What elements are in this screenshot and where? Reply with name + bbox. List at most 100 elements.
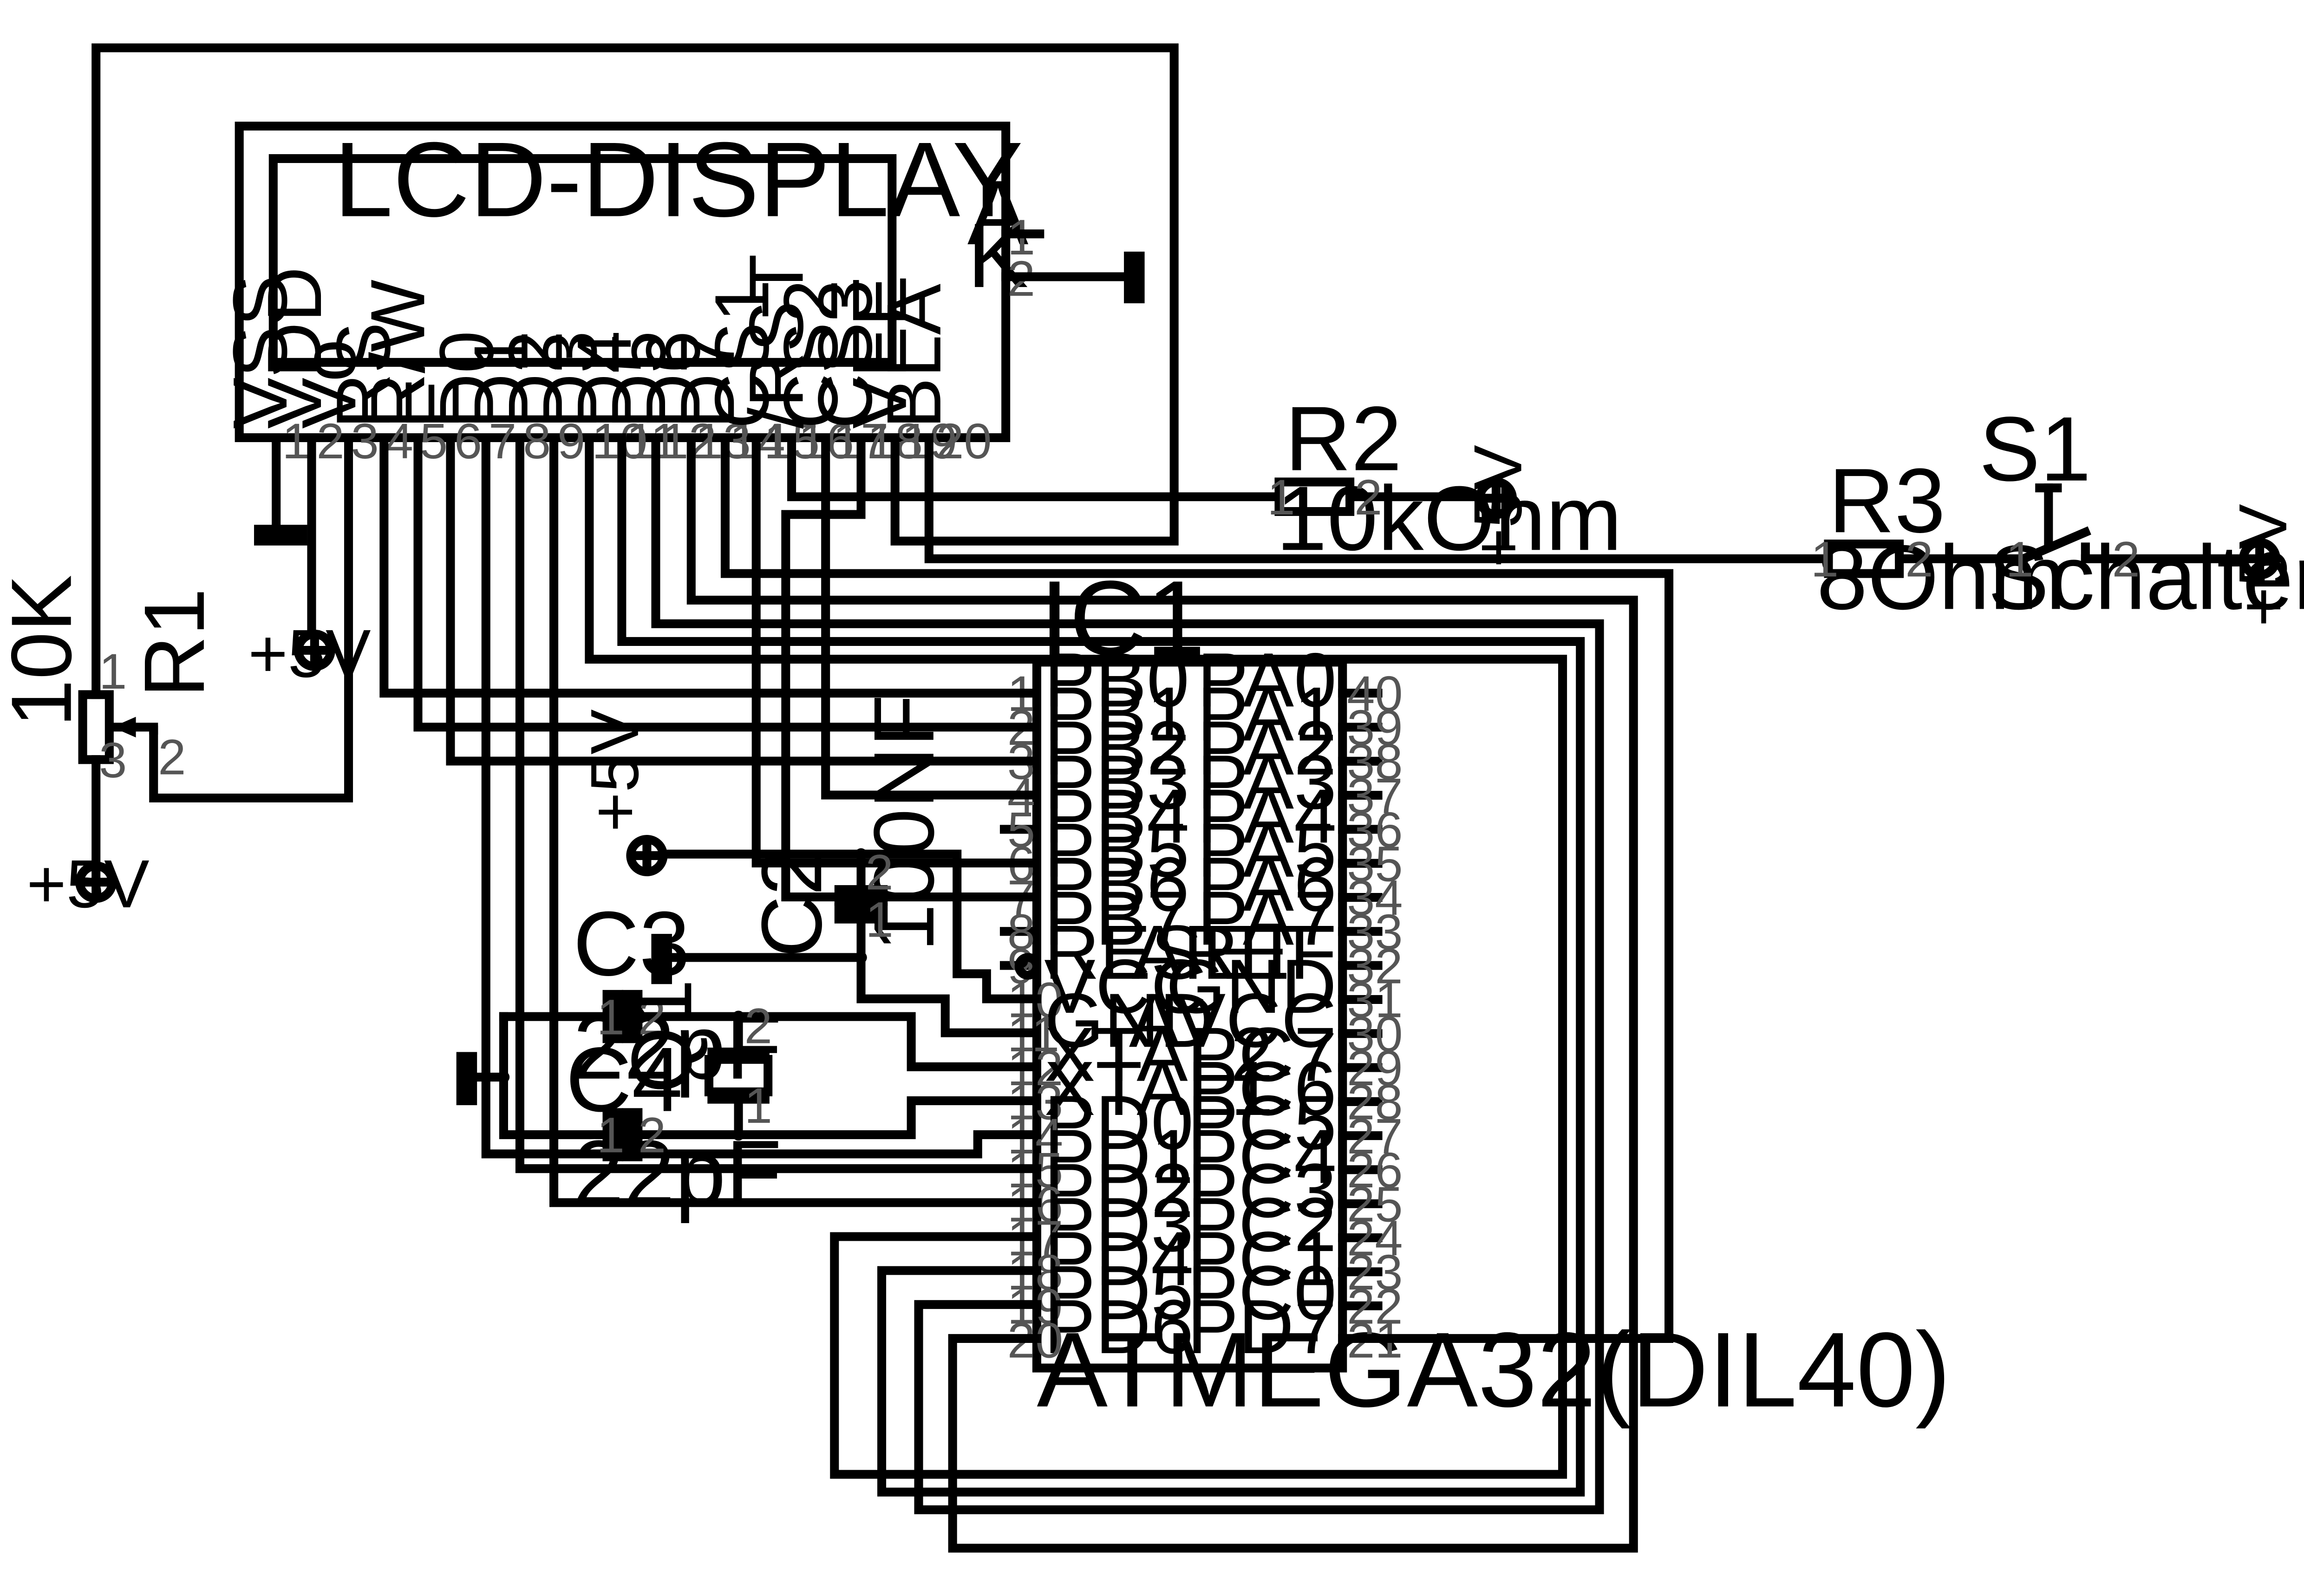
wire-e-pb2 — [446, 433, 1041, 766]
ic1-left-pin-label: PB4 — [1044, 774, 1189, 860]
ic1-right-pin-label: PC5 — [1187, 1080, 1337, 1166]
lcd-pin-number: 4 — [385, 413, 413, 469]
r1-wiper-arrow-icon — [112, 717, 136, 738]
lcd-pin-label: VDD — [252, 267, 338, 429]
ic1-right-pin-label: PA4 — [1197, 774, 1337, 860]
r2-value: 10kOhm — [1276, 467, 1622, 569]
r3-pin1: 1 — [1811, 531, 1839, 587]
lcd-pin-number: 8 — [523, 413, 551, 469]
r2-ref: R2 — [1285, 388, 1402, 490]
wire-rw-pb1 — [413, 433, 1041, 732]
ic1-right-pin-number: 23 — [1347, 1244, 1403, 1300]
c3-pin1: 1 — [597, 989, 625, 1045]
wire-ground-c4 — [499, 1012, 614, 1140]
s1-pin1: 1 — [2006, 531, 2034, 587]
ic1-right-pin-number: 32 — [1347, 938, 1403, 994]
wire-c3-xtal2 — [627, 1012, 1041, 1071]
c2-pin2: 2 — [866, 844, 894, 900]
ic1-right-pin-number: 31 — [1347, 972, 1403, 1028]
lcd-pin-label: VSS — [217, 275, 303, 429]
wire-d6-pd6 — [686, 433, 1638, 1553]
r2-supply-label: +5V — [1460, 445, 1536, 567]
lcd-pin-number: 7 — [489, 413, 516, 469]
lcd-pin-number: 3 — [351, 413, 379, 469]
s1-pin2: 2 — [2112, 531, 2140, 587]
ic1-left-pin-label: GND — [1044, 977, 1214, 1063]
ic1-right-pin-label: PA2 — [1197, 705, 1337, 791]
wire-supply-vcc — [659, 849, 1041, 1003]
ic1-right-pin-label: PC0 — [1187, 1250, 1337, 1336]
ic1-right-pin-label: PA5 — [1197, 808, 1337, 893]
ic1-right-pin-number: 37 — [1347, 768, 1403, 824]
r3-pin2: 2 — [1905, 531, 1933, 587]
lcd-pin-group: VSS1VDD2Vo3RS4R/W5E6D07D18D29D310D411D51… — [217, 254, 992, 469]
ic1-left-pin-label: PD4 — [1044, 1216, 1194, 1302]
ic1-left-pin-label: PD0 — [1044, 1080, 1194, 1166]
lcd-pin-number: 2 — [317, 413, 345, 469]
c3-value: 22pF — [573, 996, 782, 1098]
c3-pin2: 2 — [638, 989, 666, 1045]
lcd-pin-number: 5 — [420, 413, 448, 469]
c4-pin2: 2 — [638, 1107, 666, 1163]
r2-supply-icon — [1475, 477, 1517, 519]
lcd-pin-label: RS — [320, 322, 406, 429]
ic1-right-pin-number: 34 — [1347, 870, 1403, 926]
c3-ref: C3 — [573, 892, 690, 995]
vcc-supply-icon — [626, 835, 668, 877]
vdd-supply-icon — [294, 629, 335, 671]
ic1-right-pin-label: PC2 — [1187, 1182, 1337, 1268]
ic1-right-pin-number: 33 — [1347, 904, 1403, 960]
ic1-right-pin-number: 22 — [1347, 1278, 1403, 1334]
junction-gnd — [855, 951, 867, 964]
ic1-left-pin-label: PB6 — [1044, 841, 1189, 927]
c2-ref: C2 — [744, 848, 840, 958]
ic1-left-pin-label: PD2 — [1044, 1148, 1194, 1234]
ic1-right-pin-label: PC4 — [1187, 1114, 1337, 1200]
ic1-left-pin-label: PB3 — [1044, 739, 1189, 825]
lcd-pin-number: 1 — [282, 413, 310, 469]
wire-vo-r1 — [149, 433, 353, 803]
ic1-left-pin-label: XTAL2 — [1044, 1012, 1273, 1098]
ic1-left-pin-label: VCC — [1044, 944, 1206, 1029]
wire-cs3-pb3 — [821, 433, 1041, 800]
lcd-pin-label: D1 — [458, 331, 544, 429]
ic1-right-pin-number: 36 — [1347, 801, 1403, 858]
lcd-pin-label: D5 — [596, 331, 682, 429]
c2-value: 100NF — [856, 695, 952, 952]
lcd-pin-label: D4 — [561, 331, 647, 429]
r2-pin1: 1 — [1267, 469, 1295, 525]
wire-d1-pd1 — [515, 433, 1041, 1173]
ic1-left-pin-label: PD5 — [1044, 1250, 1194, 1336]
wire-d2-pd2 — [549, 433, 1041, 1207]
lcd-pin-label: D7 — [665, 331, 751, 429]
lcd-pin-label: /RST — [733, 254, 819, 429]
wire-bla-r3 — [924, 433, 1833, 563]
wire-d0-pd0 — [481, 433, 1041, 1159]
lcd-pin-number: 20 — [936, 413, 992, 469]
ic1-right-pin-label: AREF — [1132, 910, 1337, 996]
c4-value: 22pF — [573, 1121, 782, 1224]
ic1-right-pin-number: 39 — [1347, 699, 1403, 756]
ic1-right-pin-number: 30 — [1347, 1006, 1403, 1062]
lcd-pin-label: E — [389, 378, 475, 429]
lcd-pin-number: 6 — [454, 413, 482, 469]
ic1-right-pin-number: 29 — [1347, 1040, 1403, 1096]
ic1-right-pin-number: 24 — [1347, 1210, 1403, 1266]
wire-d4-pd4 — [617, 433, 1585, 1497]
ic1-right-pin-label: PA6 — [1197, 841, 1337, 927]
lcd-pin-label: CS2 — [768, 280, 854, 429]
lcd-pin-label: VEE — [837, 275, 923, 429]
r1-supply-icon — [75, 861, 117, 903]
reset-inversion-bubble-icon — [1014, 953, 1041, 980]
r1-pin2: 2 — [158, 729, 186, 785]
ic1-left-pin-label: PB2 — [1044, 705, 1189, 791]
c4-pin1: 1 — [597, 1107, 625, 1163]
ic1-left-pin-label: PD6 — [1044, 1284, 1194, 1370]
ic1-left-pin-label: PB5 — [1044, 808, 1189, 893]
q1-pin2: 2 — [744, 997, 772, 1054]
ic1-right-pin-label: PC1 — [1187, 1216, 1337, 1302]
s1-supply-icon — [2239, 538, 2281, 580]
